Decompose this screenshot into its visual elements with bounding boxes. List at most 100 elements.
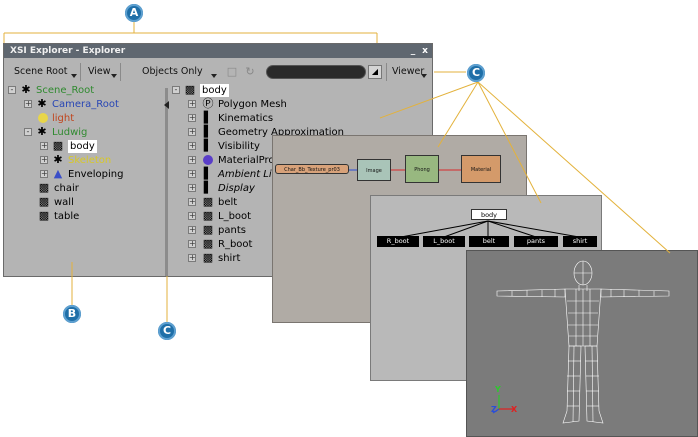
expand-toggle[interactable]: + [40,169,48,178]
view-menu-button[interactable]: View [84,64,118,80]
hierarchy-root-node[interactable]: body [471,209,507,220]
property-node-label: Polygon Mesh [218,99,287,110]
tree-node-label: Camera_Root [52,99,119,110]
hierarchy-child-node[interactable]: belt [469,236,509,247]
mesh-icon: ▩ [38,181,50,194]
collapse-toggle[interactable]: - [172,86,180,94]
scope-menu-button[interactable]: Scene Root [10,64,78,80]
collapse-toggle[interactable]: - [24,128,32,136]
splitter-arrow-icon [164,101,169,109]
scene-root-icon: ✱ [21,83,31,96]
expand-toggle[interactable]: + [188,113,196,122]
render-tree-connections [349,169,461,171]
skeleton-icon: ✱ [53,153,63,166]
render-node-phong[interactable]: Phong [405,155,439,183]
expand-toggle[interactable]: + [188,155,196,164]
expand-toggle[interactable]: + [24,99,32,108]
property-node-label: shirt [218,253,241,264]
callout-c-top: C [467,64,485,82]
viewer-menu-button[interactable]: Viewer [388,64,428,80]
hierarchy-child-node[interactable]: pants [514,236,558,247]
property-node-label: body [200,84,229,97]
wireframe-character [496,260,670,424]
expand-toggle[interactable]: + [40,155,48,164]
minimize-button[interactable]: _ [410,46,416,56]
callout-c-bottom: C [158,322,176,340]
mesh-icon: ▩ [38,209,50,222]
property-node-label: Geometry Approximation [218,127,345,138]
tree-node-label: Enveloping [68,169,124,180]
property-icon: ▌ [203,125,213,138]
chevron-down-icon [111,74,117,78]
tree-node-label: Ludwig [52,127,88,138]
render-node-image[interactable]: Image [357,159,391,181]
expand-toggle[interactable]: + [188,239,196,248]
property-icon: ▌ [203,111,213,124]
toolbar-separator [120,63,121,81]
mesh-icon: ▩ [38,195,50,208]
property-node-label: R_boot [218,239,253,250]
scope-menu-label: Scene Root [14,66,68,77]
expand-toggle[interactable]: + [188,169,196,178]
expand-toggle[interactable]: + [188,183,196,192]
chevron-down-icon [421,74,427,78]
axis-label-z: Z [491,405,497,414]
property-icon: ▌ [203,181,213,194]
pane-splitter[interactable] [164,88,169,276]
scene-tree-pane: - ✱ Scene_Root + ✱ Camera_Root light - ✱… [6,84,164,276]
expand-toggle[interactable]: + [188,253,196,262]
filter-apply-button[interactable]: ◢ [368,65,382,79]
expand-toggle[interactable]: + [188,141,196,150]
camera-root-icon: ✱ [37,97,47,110]
tree-node-label: table [54,211,80,222]
chevron-down-icon [211,74,217,78]
expand-toggle[interactable]: + [188,197,196,206]
viewer-menu-label: Viewer [392,66,425,77]
axis-label-x: X [511,405,518,414]
enveloping-icon: ▲ [53,167,63,180]
axis-gizmo: Y Z X [491,385,521,417]
callout-b: B [63,305,81,323]
mesh-icon: ▩ [202,237,214,250]
viewer-panel[interactable]: Y Z X [466,250,698,437]
property-node-label: L_boot [218,211,252,222]
window-titlebar: XSI Explorer - Explorer _ x [4,44,432,58]
filter-input[interactable] [266,65,366,79]
model-icon: ✱ [37,125,47,138]
mesh-icon: ▩ [184,83,196,96]
close-button[interactable]: x [422,46,428,56]
mesh-icon: ▩ [202,209,214,222]
filter-menu-button[interactable]: Objects Only [138,64,218,80]
refresh-icon[interactable]: ↻ [245,65,255,78]
hierarchy-child-node[interactable]: L_boot [423,236,465,247]
hierarchy-child-node[interactable]: R_boot [377,236,419,247]
property-node-label: Kinematics [218,113,274,124]
property-node-label: Ambient Lig [218,169,278,180]
polygon-mesh-icon: Ⓟ [202,97,214,110]
chevron-down-icon [71,74,77,78]
mesh-icon: ▩ [202,251,214,264]
filter-menu-label: Objects Only [142,66,203,77]
tree-node-label: body [68,140,97,153]
tree-node-label: chair [54,183,79,194]
hierarchy-child-node[interactable]: shirt [563,236,597,247]
expand-toggle[interactable]: + [188,211,196,220]
tree-node-label: Scene_Root [36,85,95,96]
render-node-material[interactable]: Material [461,155,501,183]
property-node-label: Visibility [218,141,260,152]
expand-toggle[interactable]: + [40,141,48,150]
property-node-label: MaterialPro [218,155,275,166]
toolbar-separator [386,63,387,81]
explorer-toolbar: Scene Root View Objects Only □ ↻ ◢ Viewe… [4,58,432,84]
light-icon [38,113,48,123]
expand-toggle[interactable]: + [188,127,196,136]
property-node-label: pants [218,225,246,236]
property-node-label: belt [218,197,238,208]
collapse-toggle[interactable]: - [8,86,16,94]
property-tree-pane: - ▩ body + Ⓟ Polygon Mesh + ▌ Kinematics… [170,84,432,276]
property-icon: ▌ [203,139,213,152]
expand-toggle[interactable]: + [188,99,196,108]
expand-toggle[interactable]: + [188,225,196,234]
lock-icon[interactable]: □ [226,65,238,78]
render-node-texture[interactable]: Char_Bb_Texture_pr03 [275,164,349,174]
